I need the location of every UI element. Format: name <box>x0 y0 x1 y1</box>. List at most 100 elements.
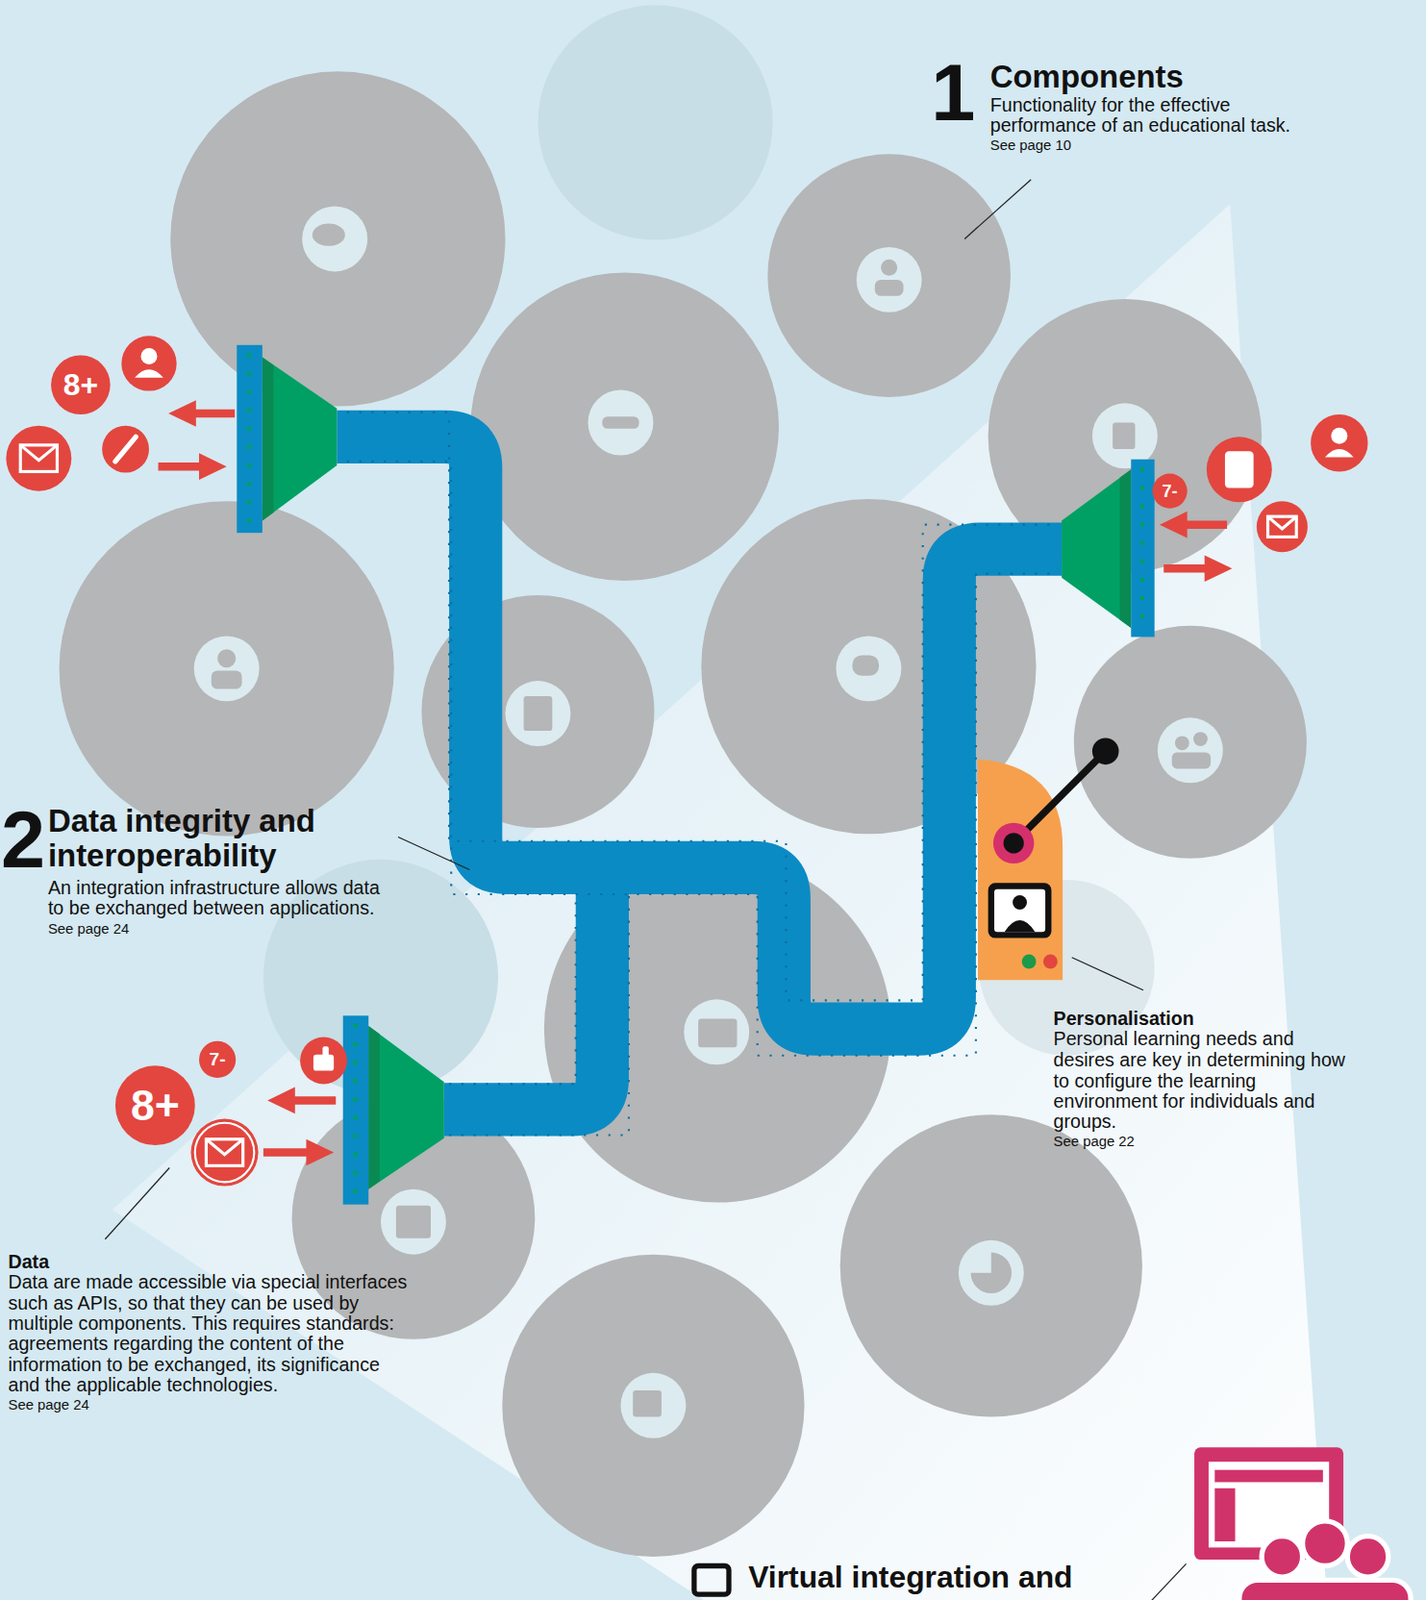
folders-icon <box>620 1373 686 1439</box>
callout: ComponentsFunctionality for the effectiv… <box>990 61 1318 156</box>
glyph <box>1268 516 1298 529</box>
glyph <box>1175 735 1190 751</box>
callout: Data integrity and interoperabilityAn in… <box>48 804 396 940</box>
leader-line <box>1150 1563 1186 1600</box>
glyph <box>20 445 57 473</box>
person-head <box>1261 1536 1302 1577</box>
callout: DataData are made accessible via special… <box>7 1251 417 1415</box>
window-panel <box>1214 1488 1235 1542</box>
glyph <box>205 1139 243 1167</box>
calendar-icon <box>380 1189 447 1255</box>
person-badge <box>121 335 176 391</box>
connector-bar <box>1130 459 1154 638</box>
connector-bar <box>343 1015 370 1204</box>
glyph <box>880 259 898 276</box>
callout: 2 <box>0 800 52 880</box>
component-circle <box>470 272 779 581</box>
mail-badge <box>191 1119 259 1187</box>
funnel <box>1061 469 1131 628</box>
funnel <box>262 357 337 522</box>
funnel-shade <box>1120 469 1132 628</box>
person-head <box>1302 1521 1349 1567</box>
arrow-in <box>1159 511 1227 539</box>
lever-pivot <box>1003 832 1025 853</box>
funnel-connector <box>343 1015 445 1204</box>
connector-dots <box>247 352 251 526</box>
faded-circle <box>537 4 773 240</box>
graduate-icon <box>194 635 260 701</box>
data-badges <box>5 335 1368 1186</box>
status-light <box>1022 954 1037 970</box>
component-circle <box>840 1114 1143 1417</box>
component-circle <box>59 500 395 836</box>
glyph <box>205 1139 243 1155</box>
window-bar <box>1214 1470 1324 1483</box>
arrow-in <box>263 1139 334 1167</box>
glyph <box>1268 516 1298 537</box>
funnel-shade <box>368 1025 380 1190</box>
glyph <box>1004 920 1036 932</box>
device-body <box>977 759 1063 980</box>
checklist-icon <box>504 680 571 747</box>
glyph <box>971 1252 1012 1294</box>
leader-line <box>964 179 1031 240</box>
glyph <box>1330 427 1348 445</box>
glyph <box>322 1046 328 1057</box>
edit-icon <box>1092 402 1158 469</box>
attachment-badge <box>101 425 150 474</box>
glyph <box>211 670 243 689</box>
component-circle <box>1074 625 1307 859</box>
leader-line <box>398 837 470 871</box>
glyph <box>313 1054 334 1072</box>
funnel-connector <box>236 345 337 533</box>
callout-body: Personal learning needs and desires are … <box>1053 1028 1360 1132</box>
chat-icon <box>301 205 368 272</box>
glyph <box>134 369 164 377</box>
badge-count: 7- <box>1162 482 1178 501</box>
glyph <box>115 436 136 461</box>
glyph <box>195 1123 255 1183</box>
glyph <box>698 1018 737 1048</box>
integration-pipe <box>336 436 1062 1110</box>
glyph <box>217 649 236 668</box>
like-badge <box>300 1037 348 1085</box>
page-reference: See page 24 <box>48 919 396 940</box>
data-badge: 8+ <box>115 1065 196 1146</box>
glyph <box>312 223 346 246</box>
rivet-line <box>449 894 576 1084</box>
connector-bar <box>236 345 263 533</box>
person-badge <box>1310 414 1368 472</box>
callout-body: An integration infrastructure allows dat… <box>48 877 396 920</box>
status-light <box>1043 954 1058 970</box>
section-icon <box>694 1565 729 1595</box>
icon-glyphs <box>211 223 1211 1417</box>
badge-count: 8+ <box>63 369 99 401</box>
callout-heading: Data integrity and interoperability <box>48 804 396 875</box>
callout-body: Data are made accessible via special int… <box>7 1272 417 1396</box>
callout-heading: Components <box>990 61 1318 96</box>
handshake-icon <box>587 390 653 456</box>
mail-badge <box>1256 500 1308 552</box>
funnel-shade <box>262 357 275 522</box>
callout: PersonalisationPersonal learning needs a… <box>1053 1008 1360 1151</box>
funnel-connector <box>1061 459 1155 638</box>
component-icons <box>194 205 1224 1438</box>
component-circle <box>170 71 505 406</box>
target-icon <box>856 247 923 313</box>
data-badge: 8+ <box>50 354 111 415</box>
glyph <box>141 348 158 365</box>
glyph <box>396 1205 431 1239</box>
glyph <box>1325 449 1354 457</box>
camera-icon <box>835 635 901 701</box>
virtual-integration-icon <box>694 1447 1411 1600</box>
page-reference: See page 10 <box>990 135 1318 156</box>
pipe <box>336 436 1062 1029</box>
arrow-in <box>158 452 227 480</box>
rivet-line <box>347 461 1058 1056</box>
leader-line <box>104 1167 170 1239</box>
callout-number: 2 <box>0 800 52 880</box>
funnel <box>368 1025 445 1190</box>
glyph <box>1112 423 1135 451</box>
